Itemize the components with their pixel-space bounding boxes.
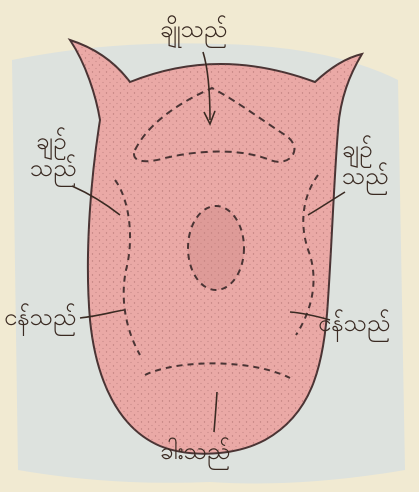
label-bottom: ခါးသည် [160, 438, 230, 464]
label-left-upper-2: သည် [30, 155, 76, 181]
label-right-upper-2: သည် [342, 163, 388, 189]
label-top: ချိုသည် [160, 16, 227, 42]
zone-center [188, 206, 244, 290]
label-left-upper-1: ချဉ် [36, 128, 67, 154]
label-right-lower: ငန်သည် [318, 310, 390, 336]
label-left-lower: ငန်သည် [4, 304, 76, 330]
label-right-upper-1: ချဉ် [342, 136, 373, 162]
